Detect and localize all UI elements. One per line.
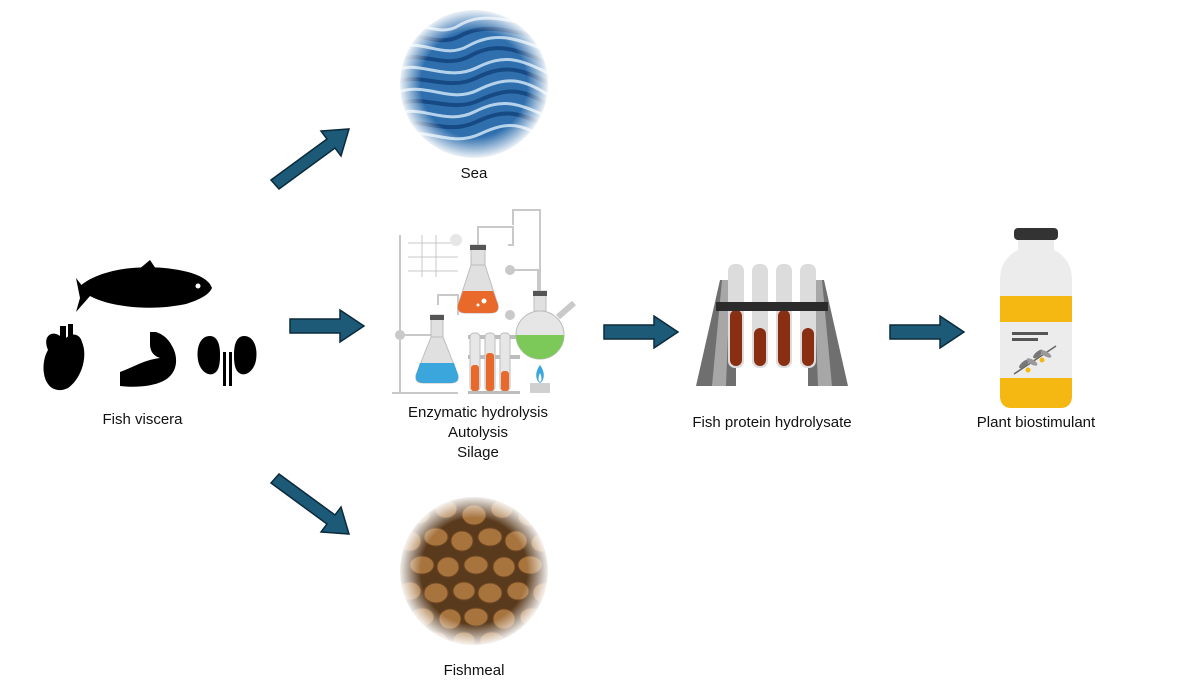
fishmeal-label: Fishmeal	[443, 662, 505, 679]
process-label-3: Silage	[457, 444, 499, 461]
olive-branch-icon	[1013, 345, 1057, 375]
heart-icon	[43, 324, 85, 391]
round-flask-icon	[515, 290, 576, 360]
arrow-to-hydrolysate	[603, 314, 680, 350]
blue-flask-icon	[415, 314, 459, 384]
biostimulant-label: Plant biostimulant	[976, 414, 1096, 431]
hydrolysate-tubes-image	[696, 258, 848, 386]
sea-image	[398, 8, 550, 160]
arrow-to-fishmeal	[269, 472, 351, 535]
biostimulant-bottle-image	[998, 228, 1074, 408]
burner-icon	[530, 365, 550, 393]
kidneys-icon	[197, 336, 257, 386]
arrow-to-biostimulant	[889, 314, 966, 350]
process-label-1: Enzymatic hydrolysis	[407, 404, 549, 421]
hydrolysate-label: Fish protein hydrolysate	[692, 414, 852, 431]
fish-viscera-label: Fish viscera	[102, 411, 183, 428]
arrow-to-sea	[269, 128, 351, 191]
orange-flask-icon	[457, 244, 499, 314]
test-tubes-rack-icon	[468, 332, 520, 394]
stomach-icon	[120, 332, 177, 387]
arrow-to-processes	[289, 308, 366, 344]
fishmeal-image	[398, 495, 550, 647]
lab-glassware-image	[388, 205, 578, 395]
process-label-2: Autolysis	[447, 424, 509, 441]
fish-icon	[76, 260, 212, 312]
fish-viscera-group	[38, 260, 268, 395]
sea-label: Sea	[460, 165, 488, 182]
